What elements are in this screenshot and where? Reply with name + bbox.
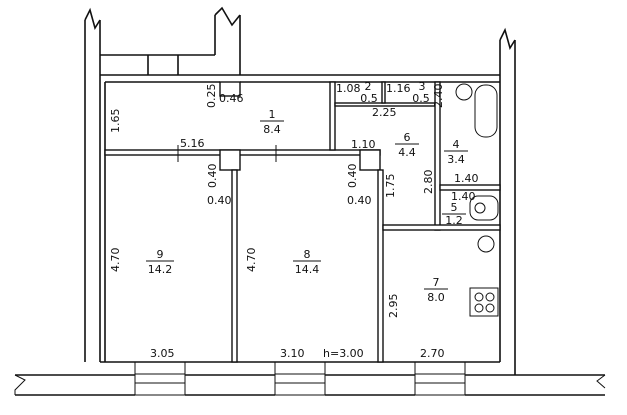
room-5-area: 1.2 (445, 214, 463, 227)
dim-label: 2.95 (387, 294, 400, 319)
room-5-number: 5 (451, 201, 458, 214)
sink-icon (455, 83, 473, 101)
bathtub-icon (474, 84, 498, 138)
dim-label: 4.70 (245, 248, 258, 273)
dimension-labels: 0.25 0.46 1.65 5.16 0.40 0.40 0.40 0.40 … (109, 82, 479, 360)
room-4-area: 3.4 (447, 153, 465, 166)
room-3-area: 0.5 (412, 92, 430, 105)
interior-walls (104, 81, 501, 363)
dim-label: 3.10 (280, 347, 305, 360)
dim-label: 0.25 (205, 84, 218, 109)
room-8-number: 8 (304, 248, 311, 261)
room-9-number: 9 (157, 248, 164, 261)
dim-label: 1.16 (386, 82, 411, 95)
stove-icon (469, 287, 499, 317)
room-6-number: 6 (404, 131, 411, 144)
dim-label: 1.65 (109, 109, 122, 134)
dim-label: 0.40 (346, 164, 359, 189)
room-6-area: 4.4 (398, 146, 416, 159)
dim-label: 0.40 (347, 194, 372, 207)
exterior-walls (14, 6, 606, 396)
room-4-number: 4 (453, 138, 460, 151)
room-2-number: 2 (365, 80, 372, 93)
dim-label: 2.80 (422, 170, 435, 195)
dim-label: 1.75 (384, 174, 397, 199)
dim-label: 0.46 (219, 92, 244, 105)
room-1-number: 1 (269, 108, 276, 121)
dim-label: 1.40 (454, 172, 479, 185)
windows (134, 361, 466, 396)
dim-label: 0.40 (206, 164, 219, 189)
dim-label: 1.40 (451, 190, 476, 203)
dim-label: 1.10 (351, 138, 376, 151)
room-8-area: 14.4 (295, 263, 320, 276)
dim-label: 4.70 (109, 248, 122, 273)
room-2-area: 0.5 (360, 92, 378, 105)
dim-label: 2.25 (372, 106, 397, 119)
room-7-area: 8.0 (427, 291, 445, 304)
dim-label: 5.16 (180, 137, 205, 150)
kitchen-sink-icon (477, 235, 495, 253)
window (134, 361, 186, 396)
window (274, 361, 326, 396)
window (414, 361, 466, 396)
ceiling-height-label: h=3.00 (323, 347, 364, 360)
room-9-area: 14.2 (148, 263, 173, 276)
room-7-number: 7 (433, 276, 440, 289)
room-labels: 1 8.4 2 0.5 3 0.5 4 3.4 5 1.2 6 4.4 7 8.… (146, 80, 468, 304)
toilet-icon (469, 195, 499, 221)
dim-label: 3.05 (150, 347, 175, 360)
fixtures (455, 83, 499, 317)
dim-label: 1.08 (336, 82, 361, 95)
room-3-number: 3 (419, 80, 426, 93)
dim-label: 0.40 (207, 194, 232, 207)
dim-label: 2.70 (420, 347, 445, 360)
room-1-area: 8.4 (263, 123, 281, 136)
dim-label: 2.40 (432, 84, 445, 109)
